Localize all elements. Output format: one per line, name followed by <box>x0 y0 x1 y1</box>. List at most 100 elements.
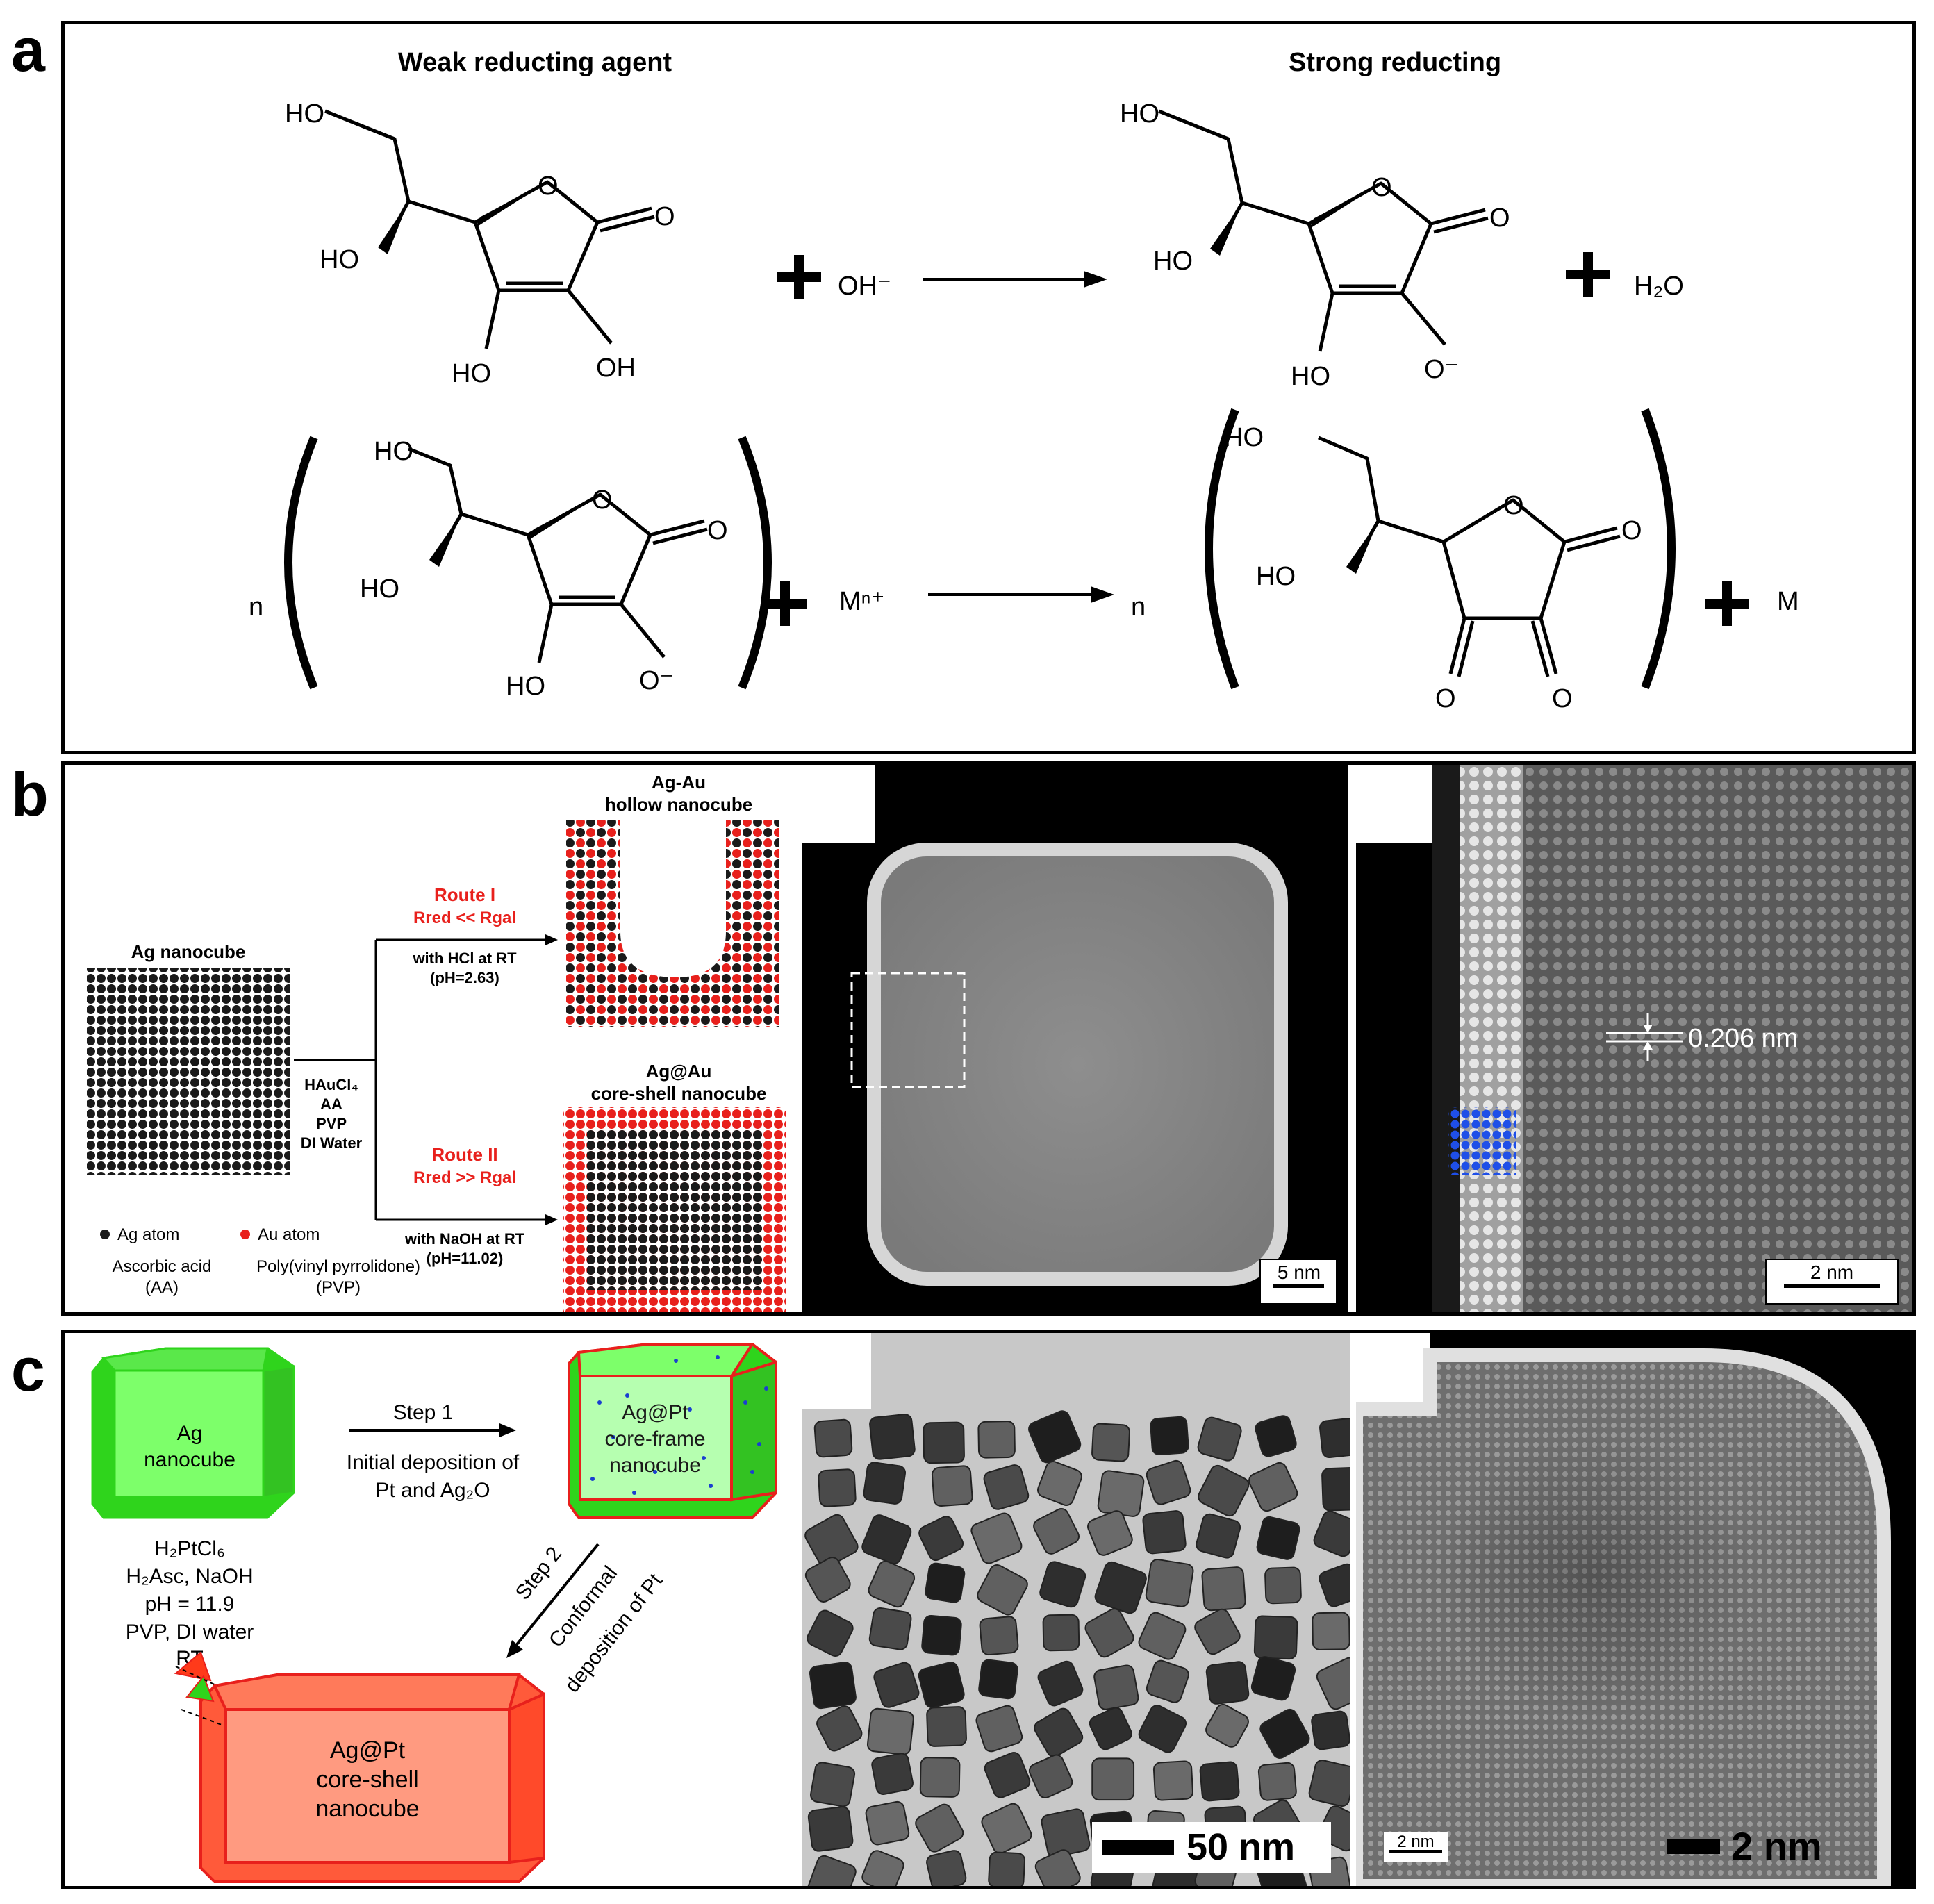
nanocube-particle <box>1253 1615 1298 1660</box>
nanocube-particle <box>1199 1761 1240 1802</box>
nanocube-particle <box>865 1800 910 1846</box>
atom-label: O⁻ <box>1424 355 1459 384</box>
nanocube-particle <box>921 1614 962 1656</box>
nanocube-particle <box>1316 1657 1350 1710</box>
nanocube-particle <box>1257 1762 1297 1801</box>
nanocube-particle <box>1042 1614 1080 1652</box>
nanocube-particle <box>1093 1664 1139 1710</box>
atom-label: HO <box>374 437 413 466</box>
atom-label: HO <box>1291 362 1330 391</box>
nanocube-particle <box>804 1557 851 1603</box>
ag-atom-legend: Ag atom <box>117 1225 179 1244</box>
atom-label: O <box>1435 684 1456 713</box>
core-shell-label: Ag@Pt <box>330 1737 406 1764</box>
ascorbic-acid-abbrev: (AA) <box>145 1278 179 1297</box>
nanocube-particle <box>918 1662 965 1709</box>
nanocube-particle <box>861 1514 912 1565</box>
nanocube-particle <box>979 1616 1019 1656</box>
nanocube-particle <box>1197 1416 1242 1462</box>
nanocube-particle <box>1091 1757 1135 1801</box>
route-2-title: Route II <box>431 1144 497 1165</box>
panel-a-scheme: Weak reducting agent Strong reducting HO… <box>249 48 1799 713</box>
haadf-lattice-image: 0.206 nm 2 nm <box>1356 765 1912 1312</box>
core-shell-label-3: nanocube <box>315 1796 419 1822</box>
nanocube-particle <box>978 1659 1018 1700</box>
nanocube-particle <box>1205 1661 1250 1705</box>
nanocube-particle <box>1146 1659 1189 1703</box>
nanocube-particle <box>931 1465 973 1507</box>
nanocube-particle <box>1034 1707 1084 1757</box>
nanocube-particle <box>1196 1513 1241 1559</box>
atom-label: O <box>592 486 613 515</box>
nanocube-particle <box>807 1855 857 1886</box>
atom-label: O <box>1489 204 1510 233</box>
atom-label: HO <box>1224 423 1264 452</box>
nanocube-particle <box>1138 1705 1187 1753</box>
atom-label: O <box>1621 516 1642 545</box>
route-2-condition: with NaOH at RT <box>404 1230 525 1248</box>
nanocube-particle <box>810 1762 856 1807</box>
nanocube-particle <box>863 1462 907 1505</box>
pvp-abbrev: (PVP) <box>316 1278 361 1297</box>
ascorbic-acid-label: Ascorbic acid <box>113 1257 212 1276</box>
panel-b-scheme: Ag nanocube HAuCl₄ AA PVP DI Water Route… <box>87 772 786 1312</box>
hollow-nanocube-title: Ag-Au <box>652 772 706 793</box>
step-1-description-2: Pt and Ag₂O <box>375 1479 490 1502</box>
nanocube-particle <box>918 1516 964 1562</box>
nanocube-particle <box>1089 1707 1132 1750</box>
panel-b-label: b <box>11 760 49 829</box>
nanocube-particle <box>984 1752 1031 1798</box>
nanocube-particle <box>1145 1559 1194 1607</box>
hollow-nanocube-lattice <box>566 820 779 1027</box>
condition-h2ptcl6: H₂PtCl₆ <box>154 1537 225 1560</box>
ag-nanocube-label-2: nanocube <box>144 1448 235 1471</box>
nanocube-particle <box>1033 1507 1080 1555</box>
nanocube-particle <box>866 1707 914 1755</box>
nanocube-particle <box>1311 1710 1350 1750</box>
nanocube-particle <box>981 1803 1032 1854</box>
water: H₂O <box>1634 272 1684 301</box>
nanocube-particle <box>1150 1416 1189 1456</box>
atom-label: HO <box>452 359 491 388</box>
pvp-label: Poly(vinyl pyrrolidone) <box>256 1257 420 1276</box>
hydroxide: OH⁻ <box>838 272 891 301</box>
core-shell-label-2: core-shell <box>316 1766 418 1793</box>
au-atom-legend: Au atom <box>258 1225 320 1244</box>
route-1-rate: Rred << Rgal <box>413 909 516 927</box>
atom-label: HO <box>1153 247 1193 276</box>
route-2-rate: Rred >> Rgal <box>413 1168 516 1187</box>
nanocube-particle <box>861 1850 904 1886</box>
atom-label: O⁻ <box>639 666 674 695</box>
atom-label: OH <box>596 354 636 383</box>
scalebar-haadf-2nm: 2 nm <box>1731 1824 1822 1868</box>
heading-strong-reducing: Strong reducting <box>1289 48 1501 77</box>
atom-label: O <box>1552 684 1573 713</box>
nanocube-particle <box>873 1662 920 1708</box>
nanocube-particle <box>1084 1608 1134 1658</box>
nanocube-particle <box>1319 1417 1350 1459</box>
stoich-n: n <box>249 593 263 622</box>
au-atom-legend-dot <box>240 1230 250 1239</box>
nanocube-particle <box>807 1609 854 1657</box>
nanocube-particle <box>926 1706 967 1747</box>
ag-nanocube-title: Ag nanocube <box>131 941 246 962</box>
nanocube-particle <box>1256 1516 1300 1560</box>
ag-nanocube-label: Ag <box>177 1422 203 1445</box>
nanocube-particle <box>1152 1760 1193 1801</box>
nanocube-particle <box>1142 1510 1187 1555</box>
ag-atom-legend-dot <box>100 1230 110 1239</box>
nanocube-particle <box>868 1607 912 1650</box>
atom-label: O <box>1371 173 1392 202</box>
nanocube-particle <box>1201 1566 1246 1612</box>
nanocube-particle <box>977 1421 1016 1459</box>
nanocube-particle <box>1138 1612 1187 1660</box>
hollow-nanocube-subtitle: hollow nanocube <box>605 794 752 815</box>
nanocube-particle <box>983 1464 1030 1510</box>
core-shell-nanocube-shape <box>199 1673 545 1883</box>
stem-image-nanocube: 5 nm <box>802 765 1348 1312</box>
route-2-ph: (pH=11.02) <box>427 1250 504 1267</box>
ag-nanocube-lattice <box>87 968 290 1175</box>
nanocube-particle <box>1037 1460 1082 1506</box>
scalebar-5nm: 5 nm <box>1278 1261 1321 1283</box>
coreshell-nanocube-title: Ag@Au <box>646 1061 712 1082</box>
